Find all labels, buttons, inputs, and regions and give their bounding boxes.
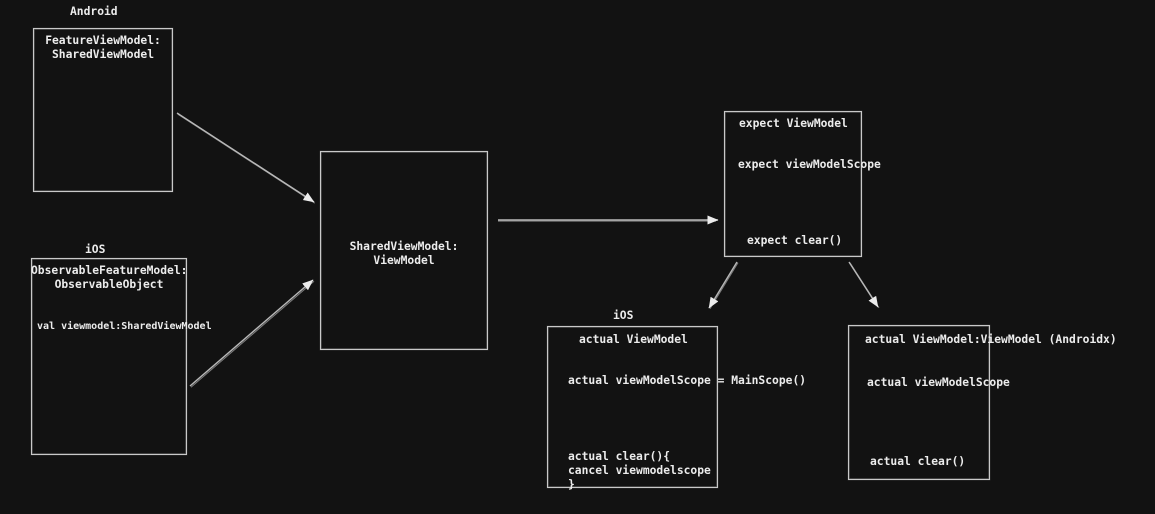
observable-feature-model-title: ObservableFeatureModel: xyxy=(31,264,188,277)
expect-viewmodel-box xyxy=(724,111,862,257)
feature-viewmodel-title: FeatureViewModel: xyxy=(45,34,161,47)
expect-viewmodel-line1: expect ViewModel xyxy=(739,117,848,130)
actual-androidx-line3: actual clear() xyxy=(870,455,966,468)
actual-ios-line1: actual ViewModel xyxy=(579,333,688,346)
actual-ios-line3: actual clear(){ xyxy=(568,450,671,463)
actual-androidx-box xyxy=(848,325,990,480)
arrow-expect-to-actual-androidx xyxy=(848,261,880,309)
arrow-expect-to-actual-ios xyxy=(708,261,739,310)
actual-ios-line5: } xyxy=(568,478,575,491)
feature-viewmodel-box xyxy=(33,28,173,192)
shared-viewmodel-title: SharedViewModel: xyxy=(349,240,459,253)
shared-viewmodel-box xyxy=(320,151,488,350)
expect-viewmodel-line2: expect viewModelScope xyxy=(738,158,881,171)
ios-label-left: iOS xyxy=(85,243,106,256)
arrow-android-to-shared xyxy=(176,112,316,204)
expect-viewmodel-line3: expect clear() xyxy=(747,234,843,247)
feature-viewmodel-subtitle: SharedViewModel xyxy=(51,48,155,61)
shared-viewmodel-subtitle: ViewModel xyxy=(373,254,435,267)
observable-feature-model-body: val viewmodel:SharedViewModel xyxy=(37,321,212,332)
observable-feature-model-subtitle: ObservableObject xyxy=(54,278,164,291)
actual-androidx-line2: actual viewModelScope xyxy=(867,376,1010,389)
observable-feature-model-box xyxy=(31,258,187,455)
actual-ios-box xyxy=(547,326,718,488)
android-label: Android xyxy=(70,5,118,18)
actual-androidx-line1: actual ViewModel:ViewModel (Androidx) xyxy=(865,333,1117,346)
ios-label-bottom: iOS xyxy=(613,309,634,322)
arrow-shared-to-expect xyxy=(498,215,719,225)
actual-ios-line4: cancel viewmodelscope xyxy=(568,464,711,477)
actual-ios-line2: actual viewModelScope = MainScope() xyxy=(568,374,807,387)
